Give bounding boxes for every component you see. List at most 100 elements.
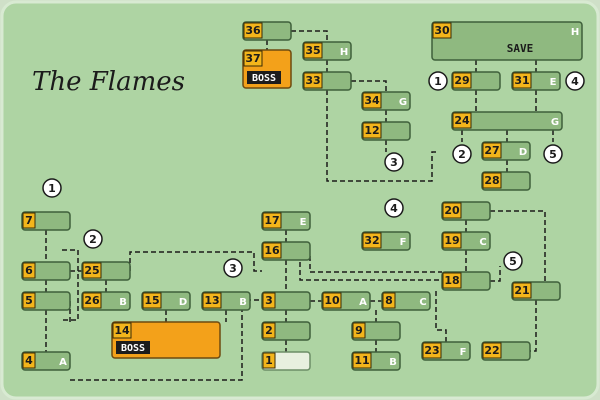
room-18[interactable]: 18 (441, 271, 491, 291)
room-number: 22 (484, 344, 499, 357)
room-number-badge (352, 322, 366, 339)
room-12[interactable]: 12 (361, 121, 411, 141)
room-6[interactable]: 6 (21, 261, 71, 281)
warp-marker-1[interactable]: 1 (428, 71, 448, 91)
room-number: 10 (324, 294, 340, 307)
room-tag: H (571, 27, 579, 38)
room-number-badge (262, 242, 282, 259)
room-number: 32 (364, 234, 379, 247)
room-tag: B (389, 357, 397, 368)
room-number-badge (512, 72, 532, 89)
room-number-badge (22, 352, 36, 369)
room-1[interactable]: 1 (261, 351, 311, 371)
room-number: 33 (305, 74, 320, 87)
room-number: 18 (444, 274, 459, 287)
marker-number: 2 (89, 233, 97, 246)
room-tag: E (300, 217, 307, 228)
marker-circle (565, 71, 585, 91)
warp-marker-2[interactable]: 2 (83, 229, 103, 249)
room-number: 3 (265, 294, 273, 307)
room-29[interactable]: 29 (451, 71, 501, 91)
room-number: 24 (454, 114, 470, 127)
marker-number: 5 (549, 148, 557, 161)
room-number-badge (22, 292, 36, 309)
warp-marker-3[interactable]: 3 (223, 258, 243, 278)
room-9[interactable]: 9 (351, 321, 401, 341)
corridor-line (490, 266, 501, 282)
corridor-line (326, 90, 438, 182)
room-number-badge (82, 292, 102, 309)
room-number-badge (362, 232, 382, 249)
room-number: 29 (454, 74, 469, 87)
room-2[interactable]: 2 (261, 321, 311, 341)
warp-marker-5[interactable]: 5 (543, 144, 563, 164)
save-label: SAVE (507, 42, 534, 55)
marker-circle (452, 144, 472, 164)
room-number: 36 (245, 24, 261, 37)
warp-marker-3[interactable]: 3 (384, 152, 404, 172)
warp-marker-1[interactable]: 1 (42, 178, 62, 198)
room-tag: B (239, 297, 247, 308)
room-number: 13 (204, 294, 219, 307)
room-7[interactable]: 7 (21, 211, 71, 231)
marker-number: 1 (48, 182, 56, 195)
warp-marker-2[interactable]: 2 (452, 144, 472, 164)
room-10[interactable]: 10 A (321, 291, 371, 311)
room-number-badge (243, 50, 263, 67)
corridor-line (435, 290, 447, 342)
room-number: 15 (144, 294, 159, 307)
room-number-badge (442, 272, 462, 289)
room-25[interactable]: 25 (81, 261, 131, 281)
room-number: 34 (364, 94, 380, 107)
room-36[interactable]: 36 (242, 21, 292, 41)
room-number-badge (482, 172, 502, 189)
room-16[interactable]: 16 (261, 241, 311, 261)
marker-circle (543, 144, 563, 164)
room-number: 12 (364, 124, 379, 137)
room-number: 19 (444, 234, 459, 247)
room-22[interactable]: 22 (481, 341, 531, 361)
room-number-badge (22, 262, 36, 279)
room-13[interactable]: 13 B (201, 291, 251, 311)
room-28[interactable]: 28 (481, 171, 531, 191)
warp-marker-4[interactable]: 4 (565, 71, 585, 91)
marker-circle (428, 71, 448, 91)
map-title: The Flames (32, 67, 185, 97)
room-21[interactable]: 21 (511, 281, 561, 301)
marker-number: 4 (390, 202, 398, 215)
corridor-line (129, 251, 262, 272)
room-tag: A (359, 297, 367, 308)
room-number-badge (352, 352, 372, 369)
marker-circle (503, 251, 523, 271)
room-tag: C (419, 297, 426, 308)
room-20[interactable]: 20 (441, 201, 491, 221)
room-3[interactable]: 3 (261, 291, 311, 311)
marker-circle (384, 152, 404, 172)
warp-marker-4[interactable]: 4 (384, 198, 404, 218)
corridor-line (70, 299, 262, 381)
room-number: 2 (265, 324, 273, 337)
room-33[interactable]: 33 (302, 71, 352, 91)
room-number: 28 (484, 174, 499, 187)
warp-marker-5[interactable]: 5 (503, 251, 523, 271)
room-number: 5 (25, 294, 33, 307)
room-number: 8 (385, 294, 393, 307)
room-5[interactable]: 5 (21, 291, 71, 311)
